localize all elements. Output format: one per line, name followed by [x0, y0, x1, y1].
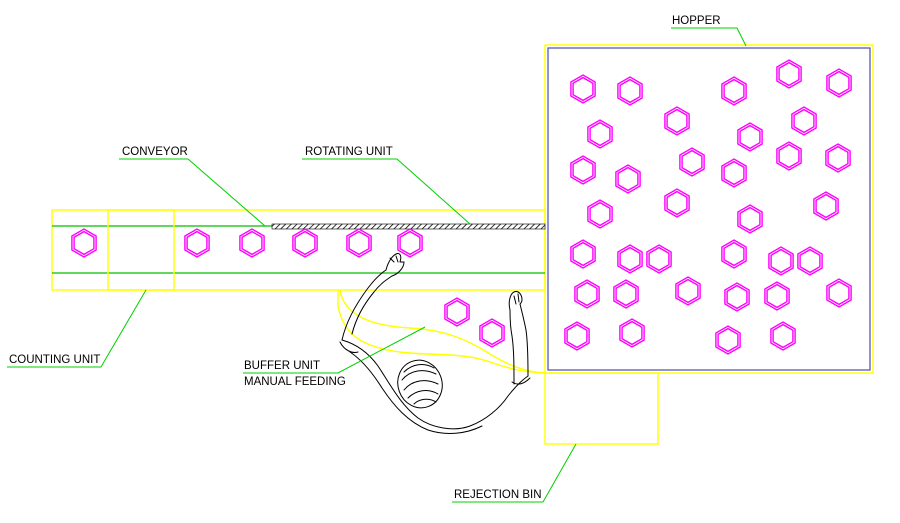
label-rotating-unit: ROTATING UNIT — [305, 146, 393, 158]
hex-nut-icon — [617, 244, 643, 274]
hex-nut-icon — [797, 246, 823, 276]
hex-nut-icon — [737, 204, 763, 234]
label-rejection-bin: REJECTION BIN — [454, 489, 542, 501]
hex-nut-icon — [664, 106, 690, 136]
hex-nut-icon — [292, 228, 318, 258]
leader-lines — [7, 27, 747, 503]
label-buffer-unit: BUFFER UNIT — [244, 360, 320, 372]
hex-nut-icon — [813, 191, 839, 221]
hopper — [544, 44, 874, 374]
hex-nut-icon — [239, 228, 265, 258]
hex-nut-icon — [721, 76, 747, 106]
hex-nut-icon — [826, 278, 852, 308]
hex-nut-icon — [570, 155, 596, 185]
rotating-unit — [271, 223, 546, 230]
hex-nut-icon — [776, 141, 802, 171]
hex-nut-icon — [721, 239, 747, 269]
hex-nut-icon — [184, 228, 210, 258]
hopper-parts — [564, 59, 852, 355]
hex-nut-icon — [587, 119, 613, 149]
label-conveyor: CONVEYOR — [122, 146, 188, 158]
hex-nut-icon — [587, 199, 613, 229]
hex-nut-icon — [619, 318, 645, 348]
hex-nut-icon — [770, 321, 796, 351]
label-counting-unit: COUNTING UNIT — [9, 354, 100, 366]
hex-nut-icon — [574, 279, 600, 309]
hex-nut-icon — [679, 147, 705, 177]
hex-nut-icon — [768, 246, 794, 276]
hex-nut-icon — [664, 188, 690, 218]
buffer-parts — [444, 297, 505, 348]
conveyor — [51, 209, 546, 291]
hex-nut-icon — [715, 325, 741, 355]
hex-nut-icon — [791, 106, 817, 136]
hex-nut-icon — [737, 122, 763, 152]
hex-nut-icon — [826, 68, 852, 98]
counting-unit — [107, 209, 175, 291]
label-manual-feeding: MANUAL FEEDING — [244, 376, 346, 388]
hex-nut-icon — [613, 279, 639, 309]
hex-nut-icon — [479, 318, 505, 348]
hex-nut-icon — [776, 59, 802, 89]
hex-nut-icon — [71, 228, 97, 258]
hex-nut-icon — [570, 239, 596, 269]
label-hopper: HOPPER — [672, 15, 721, 27]
hex-nut-icon — [564, 321, 590, 351]
hex-nut-icon — [721, 158, 747, 188]
hex-nut-icon — [570, 74, 596, 104]
hex-nut-icon — [617, 76, 643, 106]
hex-nut-icon — [764, 281, 790, 311]
hex-nut-icon — [724, 282, 750, 312]
hex-nut-icon — [346, 228, 372, 258]
worker-figure — [339, 253, 531, 434]
conveyor-parts — [71, 228, 423, 258]
hex-nut-icon — [675, 276, 701, 306]
hex-nut-icon — [397, 228, 423, 258]
rejection-bin — [544, 372, 659, 445]
hex-nut-icon — [615, 164, 641, 194]
hex-nut-icon — [825, 143, 851, 173]
hex-nut-icon — [444, 297, 470, 327]
hex-nut-icon — [646, 244, 672, 274]
